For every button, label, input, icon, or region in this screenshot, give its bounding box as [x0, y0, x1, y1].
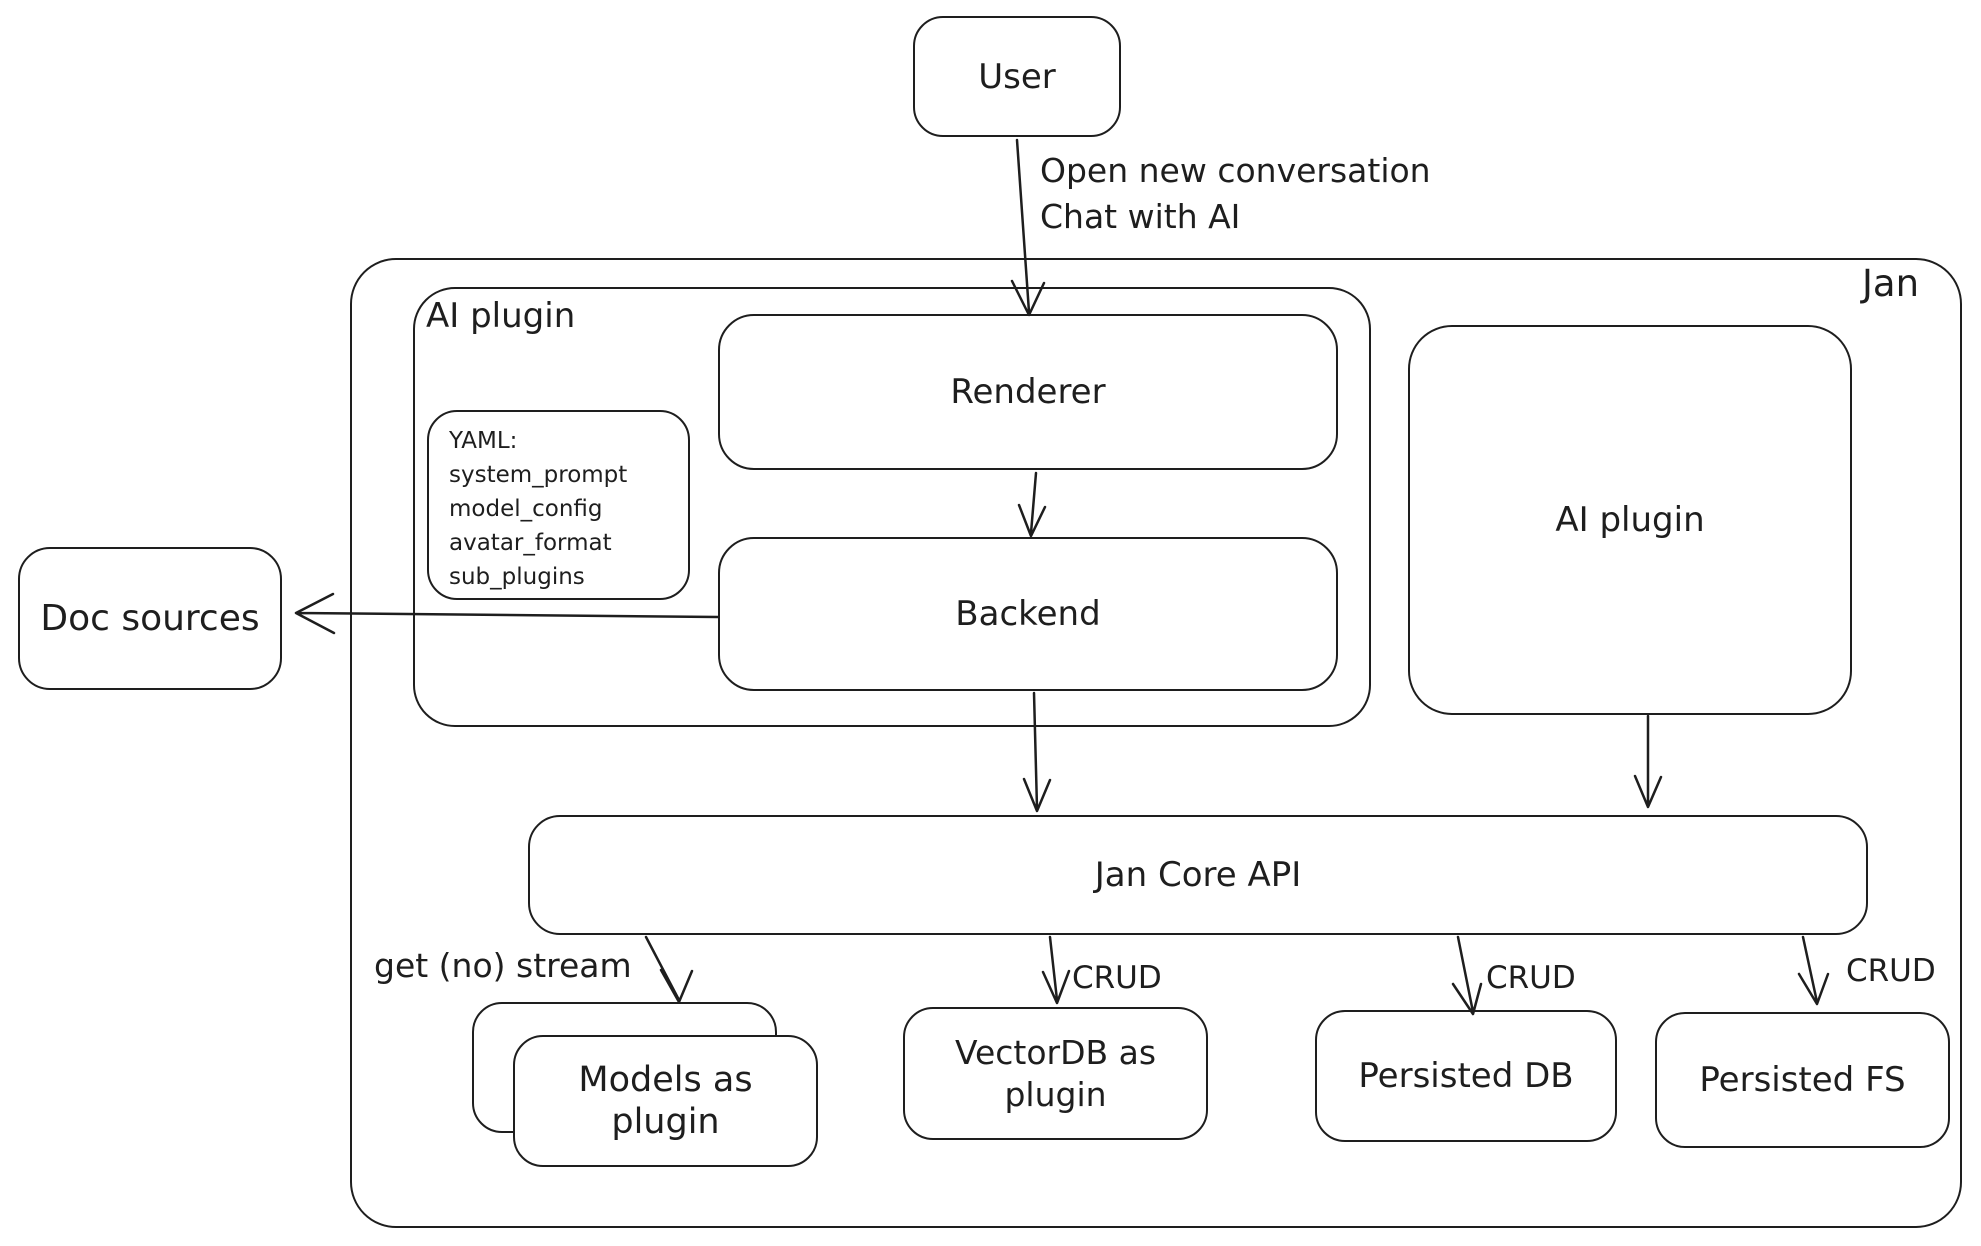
node-ai-plugin-right-label: AI plugin	[1555, 500, 1705, 540]
edge-label-crud-persisted-db: CRUD	[1486, 960, 1576, 996]
node-yaml-note: YAML: system_prompt model_config avatar_…	[427, 410, 690, 600]
edge-label-user-to-renderer: Open new conversation Chat with AI	[1040, 148, 1431, 240]
node-jan-core-api-label: Jan Core API	[1094, 855, 1302, 895]
models-as-plugin-line-1: Models as	[578, 1060, 753, 1100]
node-jan-label: Jan	[1862, 262, 1920, 305]
node-backend-label: Backend	[955, 594, 1101, 634]
edge-label-crud-persisted-fs: CRUD	[1846, 953, 1936, 989]
node-ai-plugin-group	[413, 287, 1371, 727]
yaml-note-line-2: system_prompt	[449, 462, 628, 488]
node-ai-plugin-group-label: AI plugin	[426, 296, 576, 336]
node-vectordb-as-plugin-label: VectorDB as plugin	[955, 1032, 1156, 1116]
edge-label-crud-vectordb: CRUD	[1072, 960, 1162, 996]
node-user-label: User	[978, 56, 1056, 97]
yaml-note-line-4: avatar_format	[449, 530, 612, 556]
node-vectordb-as-plugin: VectorDB as plugin	[903, 1007, 1208, 1140]
edge-label-chat-with-ai: Chat with AI	[1040, 197, 1241, 236]
node-jan-core-api: Jan Core API	[528, 815, 1868, 935]
node-renderer-label: Renderer	[950, 372, 1106, 412]
yaml-note-line-1: YAML:	[449, 428, 518, 454]
yaml-note-line-5: sub_plugins	[449, 564, 585, 590]
node-persisted-db: Persisted DB	[1315, 1010, 1617, 1142]
models-as-plugin-line-2: plugin	[611, 1102, 720, 1142]
node-renderer: Renderer	[718, 314, 1338, 470]
node-persisted-fs-label: Persisted FS	[1699, 1060, 1906, 1100]
node-doc-sources-label: Doc sources	[40, 597, 260, 639]
node-ai-plugin-right: AI plugin	[1408, 325, 1852, 715]
yaml-note-line-3: model_config	[449, 496, 603, 522]
node-models-as-plugin: Models as plugin	[513, 1035, 818, 1167]
node-backend: Backend	[718, 537, 1338, 691]
node-doc-sources: Doc sources	[18, 547, 282, 690]
node-user: User	[913, 16, 1121, 137]
vectordb-as-plugin-line-1: VectorDB as	[954, 1032, 1157, 1072]
node-jan-container	[350, 258, 1962, 1228]
vectordb-as-plugin-line-2: plugin	[1004, 1074, 1107, 1114]
yaml-note-text: YAML: system_prompt model_config avatar_…	[449, 424, 627, 594]
node-models-as-plugin-label: Models as plugin	[578, 1059, 752, 1143]
node-persisted-db-label: Persisted DB	[1358, 1056, 1574, 1096]
edge-label-open-conversation: Open new conversation	[1040, 151, 1431, 190]
node-persisted-fs: Persisted FS	[1655, 1012, 1950, 1148]
edge-label-get-no-stream: get (no) stream	[374, 946, 632, 985]
